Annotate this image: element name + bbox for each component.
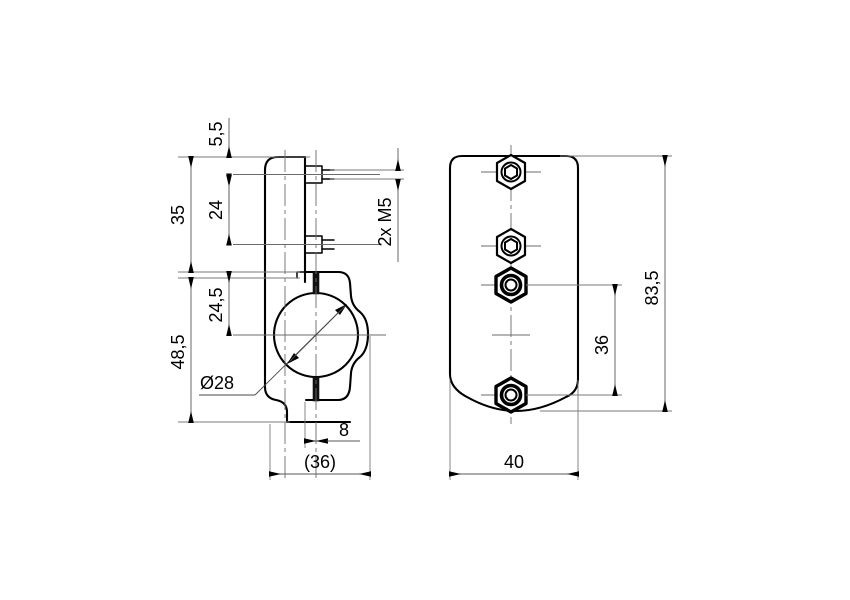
hex-nut-bore-circle bbox=[504, 388, 518, 402]
dim-83-5-text: 83,5 bbox=[642, 270, 662, 305]
side-view-neck-step bbox=[296, 271, 306, 279]
dim-5-5-text: 5,5 bbox=[206, 121, 226, 146]
dim-8-text: 8 bbox=[339, 420, 349, 440]
hex-nut-4 bbox=[494, 376, 528, 414]
dim-d28-text: Ø28 bbox=[200, 373, 234, 393]
hex-nut-1 bbox=[495, 153, 527, 191]
front-view-dimensions: 83,5 36 40 bbox=[449, 155, 672, 480]
hex-nut-bore-circle bbox=[504, 278, 518, 292]
dim-24-5-text: 24,5 bbox=[206, 287, 226, 322]
side-view-group bbox=[178, 150, 386, 478]
dim-36-paren-text: (36) bbox=[304, 452, 336, 472]
hex-nut-2 bbox=[495, 227, 527, 265]
dim-2x-m5-text: 2x M5 bbox=[375, 197, 395, 246]
front-view-group bbox=[448, 145, 580, 424]
dim-48-5-text: 48,5 bbox=[168, 334, 188, 369]
side-view-screw-lower-shank bbox=[321, 239, 335, 250]
side-view-clamp-outline bbox=[304, 270, 370, 402]
hex-nut-3 bbox=[494, 266, 528, 304]
socket-screw-icon bbox=[504, 164, 518, 180]
dim-40-text: 40 bbox=[504, 452, 524, 472]
socket-screw-icon bbox=[504, 238, 518, 254]
side-view-plate-outline bbox=[263, 155, 352, 424]
side-view-dimensions: 5,5 24 35 24,5 48,5 2x M5 Ø28 8 bbox=[168, 118, 404, 480]
dim-24-text: 24 bbox=[206, 200, 226, 220]
dim-35-text: 35 bbox=[168, 205, 188, 225]
dim-d28-chord bbox=[289, 305, 346, 362]
dim-36-text: 36 bbox=[592, 335, 612, 355]
